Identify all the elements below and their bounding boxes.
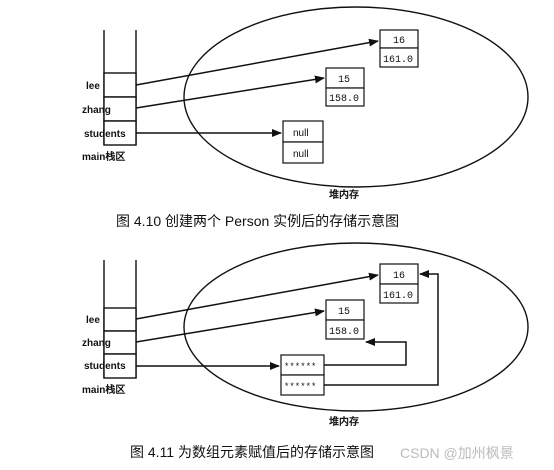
stack-title: main栈区 — [82, 383, 125, 396]
heap-title: 堆内存 — [329, 415, 359, 428]
lee-height: 161.0 — [383, 55, 413, 66]
heap-title: 堆内存 — [329, 188, 359, 201]
heap-object-zhang — [325, 299, 365, 340]
stack-label-students: students — [84, 361, 126, 372]
figure-4-10: lee zhang students main栈区 16 161.0 15 15… — [82, 6, 529, 229]
heap-array — [282, 120, 324, 164]
stack-label-students: students — [84, 129, 126, 140]
arrow-lee — [135, 272, 379, 320]
zhang-age: 15 — [338, 75, 350, 86]
heap-ellipse — [183, 6, 529, 188]
heap-object-zhang — [325, 67, 365, 107]
arrow-zhang — [135, 75, 325, 109]
caption: 图 4.10 创建两个 Person 实例后的存储示意图 — [116, 213, 399, 229]
array-cell-1: null — [293, 149, 309, 160]
arrow-zhang — [135, 308, 325, 343]
lee-age: 16 — [393, 36, 405, 47]
stack-title: main栈区 — [82, 150, 125, 163]
figure-4-11: lee zhang students main栈区 16 161.0 15 15… — [82, 242, 529, 460]
lee-age: 16 — [393, 271, 405, 282]
stack-label-lee: lee — [86, 315, 100, 326]
heap-array — [280, 354, 325, 396]
arrow-array-1 — [324, 270, 439, 386]
heap-object-lee — [379, 29, 419, 68]
watermark: CSDN @加州枫景 — [400, 445, 514, 461]
heap-object-lee — [379, 263, 419, 304]
zhang-height: 158.0 — [329, 94, 359, 105]
stack-label-lee: lee — [86, 81, 100, 92]
array-cell-0: null — [293, 128, 309, 139]
caption: 图 4.11 为数组元素赋值后的存储示意图 — [130, 444, 374, 460]
main-stack — [103, 30, 137, 146]
lee-height: 161.0 — [383, 291, 413, 302]
arrow-array-0 — [324, 338, 407, 366]
array-cell-1: ****** — [284, 382, 316, 392]
stack-label-zhang: zhang — [82, 338, 111, 349]
arrow-lee — [135, 38, 379, 86]
zhang-height: 158.0 — [329, 327, 359, 338]
heap-ellipse — [183, 242, 529, 412]
zhang-age: 15 — [338, 307, 350, 318]
stack-label-zhang: zhang — [82, 105, 111, 116]
array-cell-0: ****** — [284, 362, 316, 372]
